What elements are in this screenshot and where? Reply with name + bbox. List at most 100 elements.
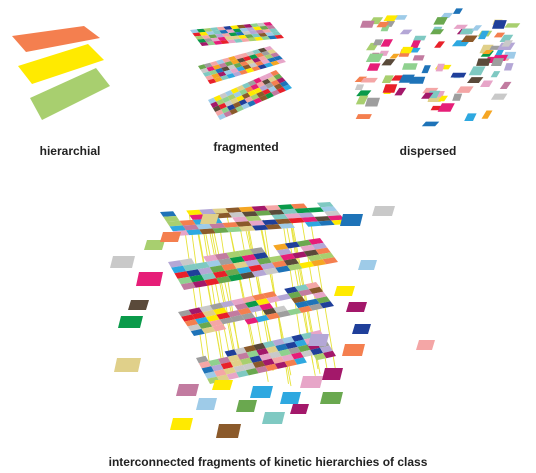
frag-top-cell	[226, 39, 237, 44]
layer-2-cell	[249, 247, 265, 255]
interconnected-fragments	[110, 202, 435, 438]
layer-4-cell	[294, 339, 308, 347]
layer-3-cell	[212, 324, 227, 332]
dispersed-tile	[490, 93, 508, 100]
layer-2-cell	[284, 241, 301, 249]
connector-line	[242, 217, 276, 361]
layer-1-cell	[314, 216, 332, 222]
frag-bottom-cell	[282, 84, 292, 91]
frag-bottom-cell	[218, 102, 227, 110]
layer-2-cell	[186, 269, 202, 277]
scattered-tile	[262, 412, 285, 424]
layer-4-cell	[233, 365, 246, 373]
layer-4-cell	[253, 342, 266, 351]
layer-4-cell	[259, 353, 272, 361]
frag-top-cell	[206, 41, 216, 46]
frag-bottom-cell	[256, 81, 265, 88]
frag-top-cell	[260, 36, 271, 40]
layer-2-cell	[241, 254, 257, 262]
frag-middle-cell	[264, 54, 274, 60]
frag-middle-cell	[239, 61, 249, 67]
frag-top-cell	[219, 29, 229, 34]
frag-top-cell	[230, 25, 240, 30]
layer-3-cell	[227, 310, 242, 318]
layer-3-cell	[187, 324, 202, 332]
layer-2-cell	[216, 276, 232, 284]
connector-line	[245, 214, 275, 361]
layer-1-cell	[195, 223, 213, 230]
scattered-tile	[160, 232, 181, 242]
layer-2-cell	[189, 274, 205, 283]
dispersed-tile	[482, 50, 494, 54]
frag-top-cell	[204, 38, 214, 43]
caption-interconnected: interconnected fragments of kinetic hier…	[108, 455, 428, 469]
frag-middle-cell	[221, 66, 230, 72]
frag-bottom-cell	[273, 83, 283, 90]
frag-top-cell	[236, 24, 246, 29]
layer-1-cell	[265, 224, 282, 230]
layer-3-cell	[199, 305, 214, 313]
layer-4-cell	[204, 371, 217, 379]
frag-top-cell	[210, 27, 220, 32]
dispersed-tile	[453, 24, 468, 29]
layer-1-cell	[288, 217, 305, 224]
frag-bottom-cell	[247, 80, 257, 87]
frag-bottom-cell	[279, 80, 289, 87]
layer-3-cell	[209, 319, 223, 327]
layer-1-cell	[301, 216, 318, 223]
layer-1-cell	[225, 207, 242, 213]
dispersed-tile	[421, 121, 440, 127]
dispersed-tile	[499, 81, 512, 89]
frag-middle-cell	[208, 69, 218, 75]
layer-4-cell	[278, 349, 292, 357]
layer-3-cell	[298, 305, 313, 313]
layer-1-cell	[241, 211, 259, 217]
layer-3-cell	[305, 282, 320, 290]
frag-top-cell	[225, 29, 236, 34]
frag-bottom-cell	[232, 101, 242, 109]
layer-1-cell	[199, 208, 216, 215]
layer-3-cell	[262, 307, 277, 315]
dispersed-tile	[476, 58, 491, 66]
layer-4-cell	[226, 372, 240, 380]
layer-2-cell	[194, 261, 210, 270]
dispersed-tile	[461, 35, 478, 42]
layer-1-cell	[245, 215, 262, 222]
frag-top-cell	[221, 33, 231, 37]
dispersed-tile	[398, 74, 415, 83]
frag-middle-cell	[267, 49, 277, 55]
frag-top-cell	[240, 38, 250, 42]
layer-2-cell	[226, 250, 242, 259]
frag-bottom-cell	[250, 83, 260, 90]
layer-2-cell	[209, 265, 225, 273]
frag-middle-cell	[224, 61, 234, 67]
layer-2-cell	[256, 257, 272, 265]
scattered-tile	[308, 334, 329, 346]
frag-middle-cell	[257, 64, 267, 70]
frag-middle-cell	[264, 62, 274, 68]
scattered-tile	[136, 272, 163, 286]
layer-4-cell	[234, 347, 247, 355]
frag-top-cell	[268, 28, 279, 33]
frag-middle-cell	[276, 58, 286, 64]
frag-top-cell	[213, 40, 223, 45]
dispersed-tile	[376, 21, 390, 28]
frag-bottom-cell	[225, 90, 234, 97]
scattered-tile	[322, 368, 343, 380]
frag-middle-cell	[273, 55, 283, 61]
frag-bottom-cell	[238, 99, 248, 106]
layer-2-cell	[218, 258, 234, 266]
layer-4-cell	[291, 352, 304, 360]
frag-middle-cell	[230, 59, 240, 65]
frag-top-cell	[228, 32, 238, 37]
frag-middle-cell	[217, 71, 227, 77]
frag-bottom-cell	[236, 95, 245, 102]
layer-3-cell	[231, 298, 246, 306]
frag-bottom-cell	[259, 94, 268, 102]
frag-bottom-cell	[268, 86, 277, 93]
frag-middle-cell	[222, 57, 231, 63]
scattered-tile	[118, 316, 143, 328]
layer-4-cell	[242, 362, 256, 371]
layer-1-cell	[294, 208, 311, 214]
layer-2-cell	[204, 278, 220, 286]
